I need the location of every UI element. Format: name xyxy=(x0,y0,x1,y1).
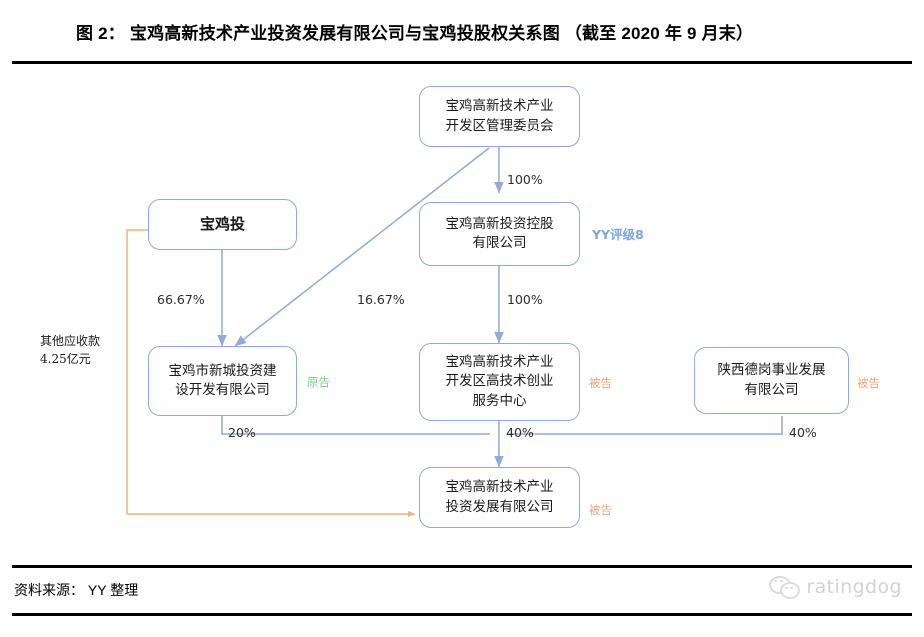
edge-label-n5-n7: 40% xyxy=(506,425,534,440)
page-title: 图 2： 宝鸡高新技术产业投资发展有限公司与宝鸡投股权关系图 （截至 2020 … xyxy=(76,24,754,43)
node-label: 宝鸡高新投资控股 有限公司 xyxy=(445,215,554,251)
watermark-label: ratingdog xyxy=(806,576,902,598)
figure-header: 图 2： 宝鸡高新技术产业投资发展有限公司与宝鸡投股权关系图 （截至 2020 … xyxy=(0,0,924,62)
watermark: ratingdog xyxy=(769,576,902,599)
node-baojitou[interactable]: 宝鸡投 xyxy=(148,199,297,250)
node-incubation-center[interactable]: 宝鸡高新技术产业 开发区高技术创业 服务中心 xyxy=(419,343,580,421)
edge-receivable xyxy=(126,229,415,515)
node-management-committee[interactable]: 宝鸡高新技术产业 开发区管理委员会 xyxy=(419,86,580,147)
party-tag-defendant-target: 被告 xyxy=(589,503,612,517)
edge-n4-n7 xyxy=(221,416,490,435)
divider-bottom xyxy=(12,565,912,568)
annotation-receivable: 其他应收款 4.25亿元 xyxy=(40,334,101,366)
edge-n6-n7 xyxy=(508,416,783,435)
edge-label-n6-n7: 40% xyxy=(789,425,817,440)
edge-n1-n4 xyxy=(234,147,490,347)
node-label: 陕西德岗事业发展 有限公司 xyxy=(717,362,826,398)
edge-label-n1-n3: 100% xyxy=(507,172,543,187)
node-xincheng-investment[interactable]: 宝鸡市新城投资建 设开发有限公司 xyxy=(148,346,297,416)
node-degang[interactable]: 陕西德岗事业发展 有限公司 xyxy=(694,347,849,414)
party-tag-defendant-degang: 被告 xyxy=(857,376,880,390)
node-label: 宝鸡市新城投资建 设开发有限公司 xyxy=(168,362,277,398)
wechat-bubble-icon xyxy=(769,576,801,599)
divider-footer xyxy=(12,613,912,616)
party-tag-plaintiff: 原告 xyxy=(307,375,330,389)
edge-label-n1-n4: 16.67% xyxy=(357,292,405,307)
node-label: 宝鸡高新技术产业 开发区管理委员会 xyxy=(445,98,554,134)
diagram-canvas: 宝鸡高新技术产业 开发区管理委员会 宝鸡投 宝鸡高新投资控股 有限公司 YY评级… xyxy=(0,62,924,565)
node-label: 宝鸡投 xyxy=(199,214,245,233)
rating-badge-gaoxin-holding: YY评级8 xyxy=(592,227,644,242)
node-gaoxin-holding[interactable]: 宝鸡高新投资控股 有限公司 xyxy=(419,202,580,266)
node-gaoxin-investment-dev[interactable]: 宝鸡高新技术产业 投资发展有限公司 xyxy=(419,467,580,528)
node-label: 宝鸡高新技术产业 开发区高技术创业 服务中心 xyxy=(445,354,554,409)
edge-label-n2-n4: 66.67% xyxy=(157,292,205,307)
divider-top xyxy=(12,61,912,64)
party-tag-defendant-center: 被告 xyxy=(589,376,612,390)
source-label: 资料来源： YY 整理 xyxy=(14,582,139,598)
edge-receivable-arrow xyxy=(408,511,415,517)
connector-layer xyxy=(126,147,783,517)
node-label: 宝鸡高新技术产业 投资发展有限公司 xyxy=(445,479,554,515)
edge-label-n3-n5: 100% xyxy=(507,292,543,307)
edge-label-n4-n7: 20% xyxy=(228,425,256,440)
